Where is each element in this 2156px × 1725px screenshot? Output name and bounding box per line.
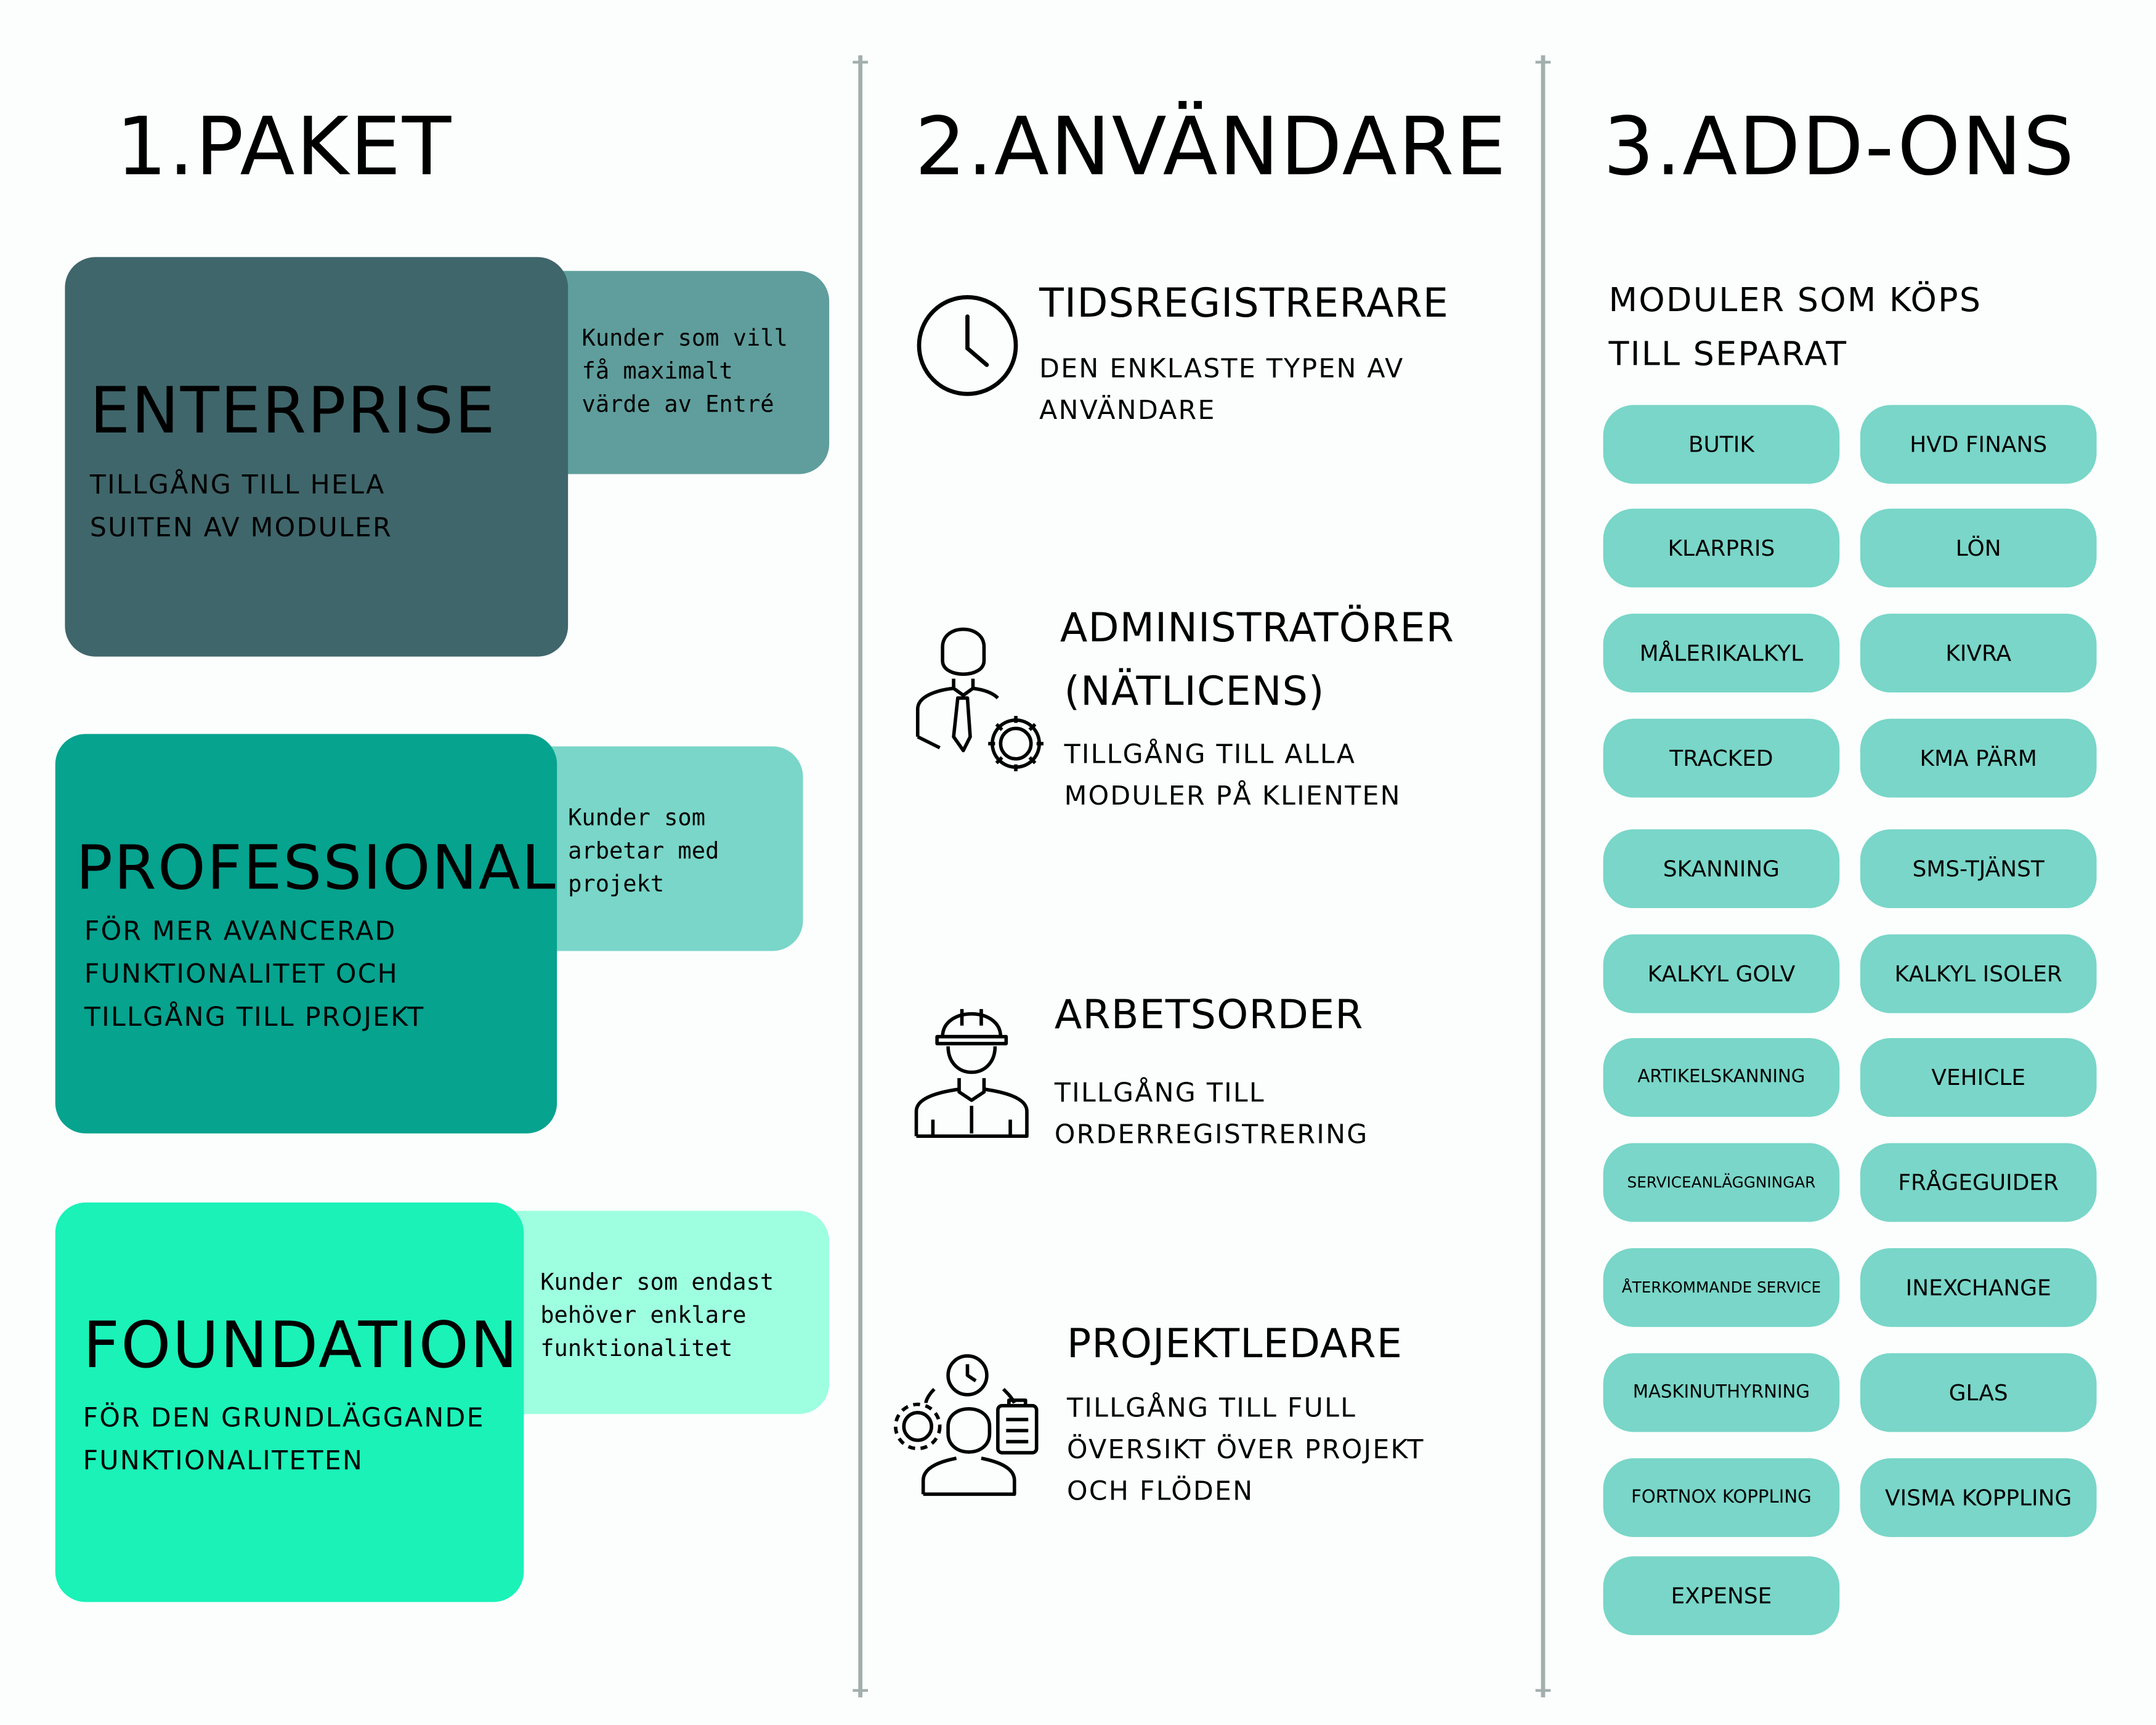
addon-module-pill: GLAS [1860, 1353, 2097, 1432]
project-manager-icon [894, 1354, 1039, 1496]
addon-module-pill: VEHICLE [1860, 1037, 2097, 1117]
user-type-desc: ORDERREGISTRERING [1054, 1119, 1369, 1150]
side-text: behöver enklare [540, 1302, 747, 1329]
package-desc: TILLGÅNG TILL HELA [89, 469, 386, 501]
column-divider [1535, 55, 1551, 1698]
section-title-paket: 1.PAKET [116, 99, 453, 194]
user-type-desc: DEN ENKLASTE TYPEN AV [1039, 354, 1404, 384]
user-type-desc: TILLGÅNG TILL ALLA [1064, 739, 1356, 770]
professional-side-card: Kunder som arbetar med projekt [541, 746, 803, 951]
addon-module-pill: BUTIK [1603, 405, 1840, 484]
side-text: Kunder som [568, 804, 706, 831]
section-title-anvandare: 2.ANVÄNDARE [915, 99, 1508, 194]
addon-module-pill: ÅTERKOMMANDE SERVICE [1603, 1248, 1840, 1327]
addon-module-pill: KMA PÄRM [1860, 718, 2097, 798]
user-type-title: (NÄTLICENS) [1064, 667, 1325, 715]
package-desc: FUNKTIONALITET OCH [84, 959, 399, 990]
addon-module-pill: MÅLERIKALKYL [1603, 614, 1840, 693]
enterprise-card: ENTERPRISE TILLGÅNG TILL HELA SUITEN AV … [65, 257, 569, 657]
clock-icon [917, 295, 1018, 396]
side-text: Kunder som vill [582, 325, 788, 351]
side-text: arbetar med [568, 837, 719, 864]
worker-helmet-icon [914, 1009, 1029, 1138]
package-name: FOUNDATION [83, 1307, 519, 1382]
addon-module-pill: FORTNOX KOPPLING [1603, 1458, 1840, 1537]
addon-module-pill: ARTIKELSKANNING [1603, 1037, 1840, 1117]
user-type-title: ARBETSORDER [1054, 991, 1364, 1038]
package-name: ENTERPRISE [89, 373, 496, 448]
addon-module-pill: SERVICEANLÄGGNINGAR [1603, 1143, 1840, 1222]
addon-module-pill: HVD FINANS [1860, 405, 2097, 484]
side-text: Kunder som endast [540, 1268, 774, 1296]
side-text: få maximalt [582, 358, 733, 384]
professional-card: PROFESSIONAL FÖR MER AVANCERAD FUNKTIONA… [55, 734, 557, 1134]
addons-intro: TILL SEPARAT [1608, 334, 1848, 373]
addon-module-pill: SMS-TJÄNST [1860, 829, 2097, 909]
side-text: funktionalitet [540, 1335, 733, 1362]
side-text: värde av Entré [582, 391, 774, 418]
addon-module-pill: FRÅGEGUIDER [1860, 1143, 2097, 1222]
addon-module-pill: EXPENSE [1603, 1556, 1840, 1636]
addons-intro: MODULER SOM KÖPS [1608, 280, 1982, 320]
addon-module-pill: KIVRA [1860, 614, 2097, 693]
addon-module-pill: KLARPRIS [1603, 508, 1840, 588]
foundation-card: FOUNDATION FÖR DEN GRUNDLÄGGANDE FUNKTIO… [55, 1202, 524, 1602]
user-type-desc: TILLGÅNG TILL FULL [1067, 1393, 1357, 1424]
admin-gear-icon [915, 627, 1044, 771]
user-type-title: ADMINISTRATÖRER [1060, 604, 1455, 651]
section-title-addons: 3.ADD-ONS [1603, 99, 2076, 194]
foundation-side-card: Kunder som endast behöver enklare funkti… [508, 1211, 830, 1414]
side-text: projekt [568, 871, 665, 898]
package-desc: FUNKTIONALITETEN [83, 1445, 364, 1477]
addon-module-pill: LÖN [1860, 508, 2097, 588]
column-divider [853, 55, 868, 1698]
user-type-desc: ANVÄNDARE [1039, 395, 1216, 426]
user-type-desc: OCH FLÖDEN [1067, 1476, 1254, 1507]
user-type-title: PROJEKTLEDARE [1067, 1320, 1403, 1367]
addon-module-pill: KALKYL ISOLER [1860, 934, 2097, 1013]
user-type-desc: TILLGÅNG TILL [1054, 1078, 1265, 1109]
addon-module-pill: KALKYL GOLV [1603, 934, 1840, 1013]
addon-module-pill: MASKINUTHYRNING [1603, 1353, 1840, 1432]
user-type-title: TIDSREGISTRERARE [1039, 279, 1449, 327]
package-name: PROFESSIONAL [76, 833, 557, 904]
package-desc: FÖR DEN GRUNDLÄGGANDE [83, 1403, 485, 1434]
package-desc: SUITEN AV MODULER [89, 513, 393, 543]
user-type-desc: ÖVERSIKT ÖVER PROJEKT [1067, 1434, 1425, 1466]
addon-module-pill: VISMA KOPPLING [1860, 1458, 2097, 1537]
addon-module-pill: SKANNING [1603, 829, 1840, 909]
package-desc: FÖR MER AVANCERAD [84, 916, 397, 947]
addon-module-pill: TRACKED [1603, 718, 1840, 798]
enterprise-side-card: Kunder som vill få maximalt värde av Ent… [553, 270, 830, 474]
addon-module-pill: INEXCHANGE [1860, 1248, 2097, 1327]
package-desc: TILLGÅNG TILL PROJEKT [84, 1002, 425, 1033]
user-type-desc: MODULER PÅ KLIENTEN [1064, 781, 1401, 811]
